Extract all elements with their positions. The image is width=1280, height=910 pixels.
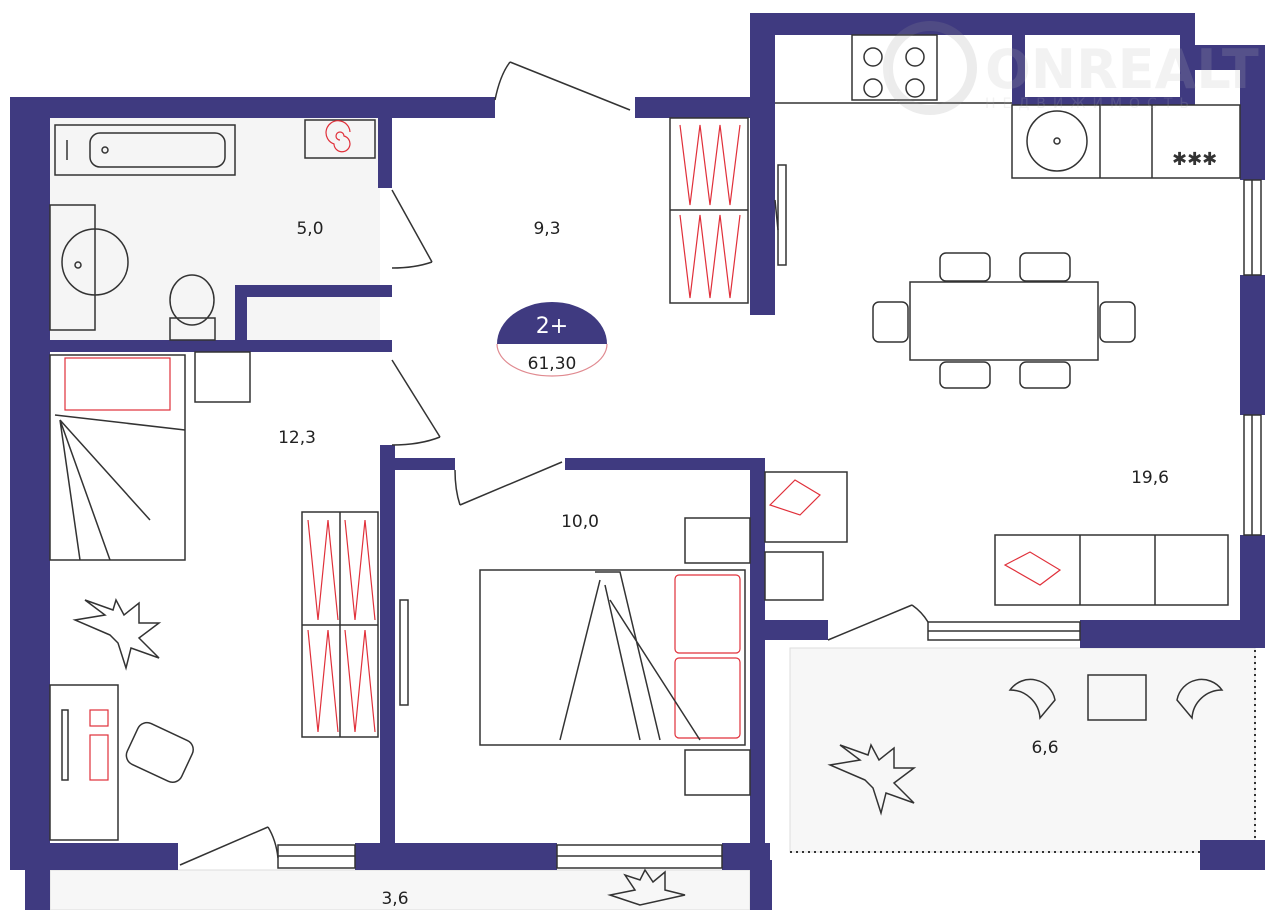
dining-table-icon xyxy=(872,252,1136,389)
room-area-bedroom-1: 12,3 xyxy=(278,428,316,448)
armchair-icon xyxy=(764,471,848,601)
boiler-icon xyxy=(304,119,376,159)
windows xyxy=(277,179,1262,869)
plant-icon xyxy=(72,598,917,906)
room-area-kitchen-living: 19,6 xyxy=(1131,468,1169,488)
tv-icon xyxy=(774,164,787,266)
balcony-table-icon xyxy=(1008,674,1224,721)
svg-text:✱✱✱: ✱✱✱ xyxy=(1172,149,1217,170)
double-bed-icon xyxy=(479,569,746,746)
kitchen-sink-icon: ✱✱✱ xyxy=(1011,104,1241,179)
room-area-bathroom: 5,0 xyxy=(296,219,323,239)
tv-icon xyxy=(399,599,409,706)
total-area: 61,30 xyxy=(528,354,577,374)
room-area-balcony-bottom: 3,6 xyxy=(381,889,408,909)
balcony-right-floor xyxy=(789,647,1256,853)
room-area-balcony-right: 6,6 xyxy=(1031,738,1058,758)
doors xyxy=(179,61,929,866)
sink-icon xyxy=(49,204,129,331)
svg-text:НЕДВИЖИМОСТЬ: НЕДВИЖИМОСТЬ xyxy=(985,96,1196,112)
wardrobe-icon xyxy=(301,511,379,738)
stove-icon xyxy=(851,34,938,101)
wardrobe-icon xyxy=(669,117,749,304)
apartment-badge: 2+ 61,30 xyxy=(496,302,608,377)
nightstand-icon xyxy=(684,749,751,796)
sofa-icon xyxy=(994,534,1229,606)
bathroom-floor xyxy=(50,118,380,340)
bed-icon xyxy=(49,354,186,561)
room-count: 2+ xyxy=(536,314,568,339)
svg-text:ONREALT: ONREALT xyxy=(985,38,1259,101)
desk-icon xyxy=(49,684,194,841)
nightstand-icon xyxy=(194,351,251,403)
nightstand-icon xyxy=(684,517,751,564)
room-area-bedroom-2: 10,0 xyxy=(561,512,599,532)
room-area-hallway: 9,3 xyxy=(533,219,560,239)
bathtub-icon xyxy=(54,124,236,176)
walls xyxy=(10,13,1265,910)
toilet-icon xyxy=(169,274,216,341)
watermark-logo: ONREALT НЕДВИЖИМОСТЬ xyxy=(883,21,1259,115)
